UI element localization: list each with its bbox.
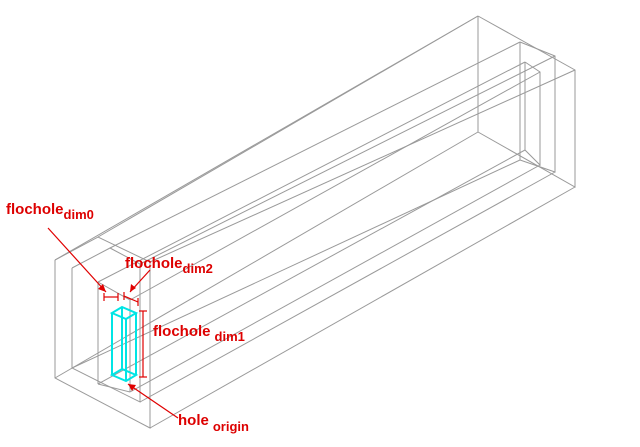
dim0-arrowhead <box>98 284 106 292</box>
dim2-arrowhead <box>130 284 136 292</box>
dim0-leader <box>47 227 107 293</box>
hole-prism <box>109 305 139 383</box>
leader-arrows <box>47 227 179 419</box>
dimension-markers <box>103 292 147 378</box>
label-flochole-dim0: flocholedim0 <box>6 201 94 222</box>
origin-leader <box>127 383 179 419</box>
label-flochole-dim2: flocholedim2 <box>125 255 213 276</box>
outer-box <box>54 15 576 429</box>
origin-arrowhead <box>128 384 136 391</box>
inner-channel <box>71 41 556 403</box>
